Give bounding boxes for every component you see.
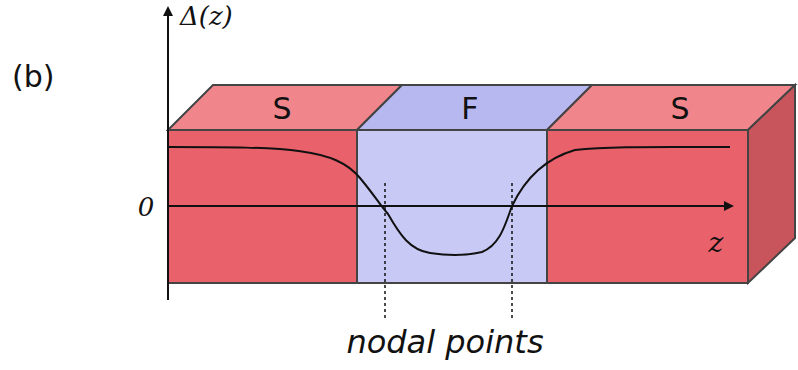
delta-axis bbox=[167, 8, 169, 300]
region-label: F bbox=[461, 92, 478, 125]
region-label: S bbox=[670, 92, 689, 125]
panel-label: (b) bbox=[12, 60, 54, 93]
s-side-face bbox=[748, 85, 795, 283]
region-label: S bbox=[272, 92, 291, 125]
callout-text: nodal points bbox=[346, 325, 543, 360]
z-axis bbox=[168, 205, 732, 207]
axis-label: z bbox=[709, 228, 724, 259]
order-parameter-curve bbox=[168, 147, 730, 255]
nodal-leader bbox=[384, 183, 386, 318]
axis-label: Δ(z) bbox=[180, 2, 233, 31]
axis-origin: 0 bbox=[138, 193, 155, 222]
